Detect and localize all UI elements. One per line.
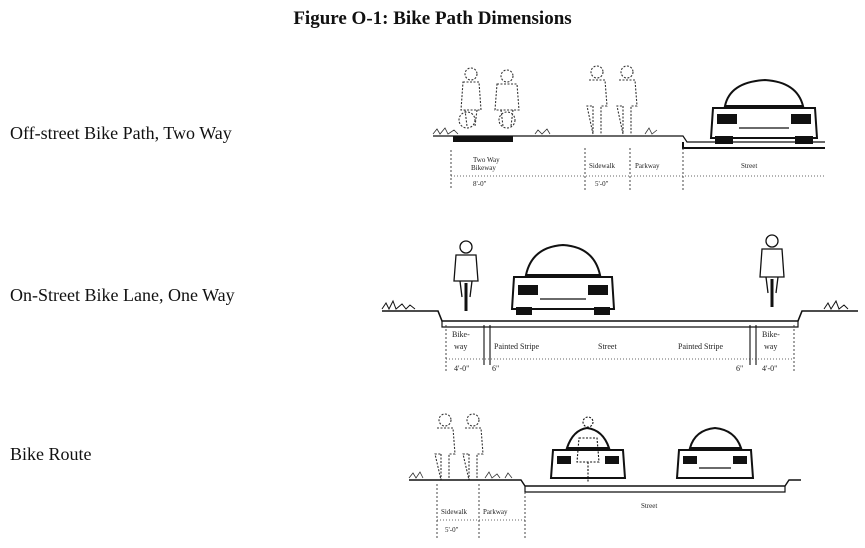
row-label-off-street: Off-street Bike Path, Two Way	[10, 123, 232, 143]
cyclist-icon	[494, 69, 520, 129]
on-street-bike-lane-diagram: Bike- way Painted Stripe Street Painted …	[381, 234, 858, 373]
zone-label: Street	[598, 342, 617, 351]
cyclist-icon	[453, 240, 479, 311]
zone-label: Street	[641, 502, 657, 510]
cyclist-icon	[458, 67, 482, 129]
car-icon	[510, 243, 616, 315]
zone-label: Painted Stripe	[494, 342, 540, 351]
zone-label: Parkway	[635, 162, 660, 170]
pedestrian-icon	[434, 413, 456, 481]
zone-label: way	[454, 342, 467, 351]
dimension-label: 6"	[736, 364, 743, 373]
bike-route-diagram: Sidewalk Parkway Street 5'-0"	[408, 413, 801, 538]
dimension-label: 8'-0"	[473, 180, 487, 188]
zone-label: Sidewalk	[441, 508, 468, 516]
pedestrian-icon	[616, 65, 638, 135]
zone-label: Sidewalk	[589, 162, 616, 170]
row-label-bike-route: Bike Route	[10, 444, 92, 464]
car-icon	[675, 426, 755, 479]
zone-label: Bikeway	[471, 164, 496, 172]
zone-label: Two Way	[473, 156, 500, 164]
zone-label: Bike-	[452, 330, 470, 339]
dimension-label: 4'-0"	[454, 364, 469, 373]
zone-label: Parkway	[483, 508, 508, 516]
pedestrian-icon	[586, 65, 608, 135]
off-street-bike-path-diagram: Two Way Bikeway Sidewalk Parkway Street …	[432, 65, 825, 190]
car-icon	[709, 78, 819, 144]
figure-title: Figure O-1: Bike Path Dimensions	[293, 8, 572, 29]
dimension-label: 5'-0"	[595, 180, 609, 188]
cyclist-icon	[759, 234, 785, 307]
dimension-label: 4'-0"	[762, 364, 777, 373]
zone-label: Bike-	[762, 330, 780, 339]
pedestrian-icon	[462, 413, 484, 481]
dimension-label: 6"	[492, 364, 499, 373]
cyclist-icon	[576, 416, 600, 482]
zone-label: Street	[741, 162, 757, 170]
dimension-label: 5'-0"	[445, 526, 459, 534]
row-label-on-street: On-Street Bike Lane, One Way	[10, 285, 235, 305]
zone-label: way	[764, 342, 777, 351]
zone-label: Painted Stripe	[678, 342, 724, 351]
